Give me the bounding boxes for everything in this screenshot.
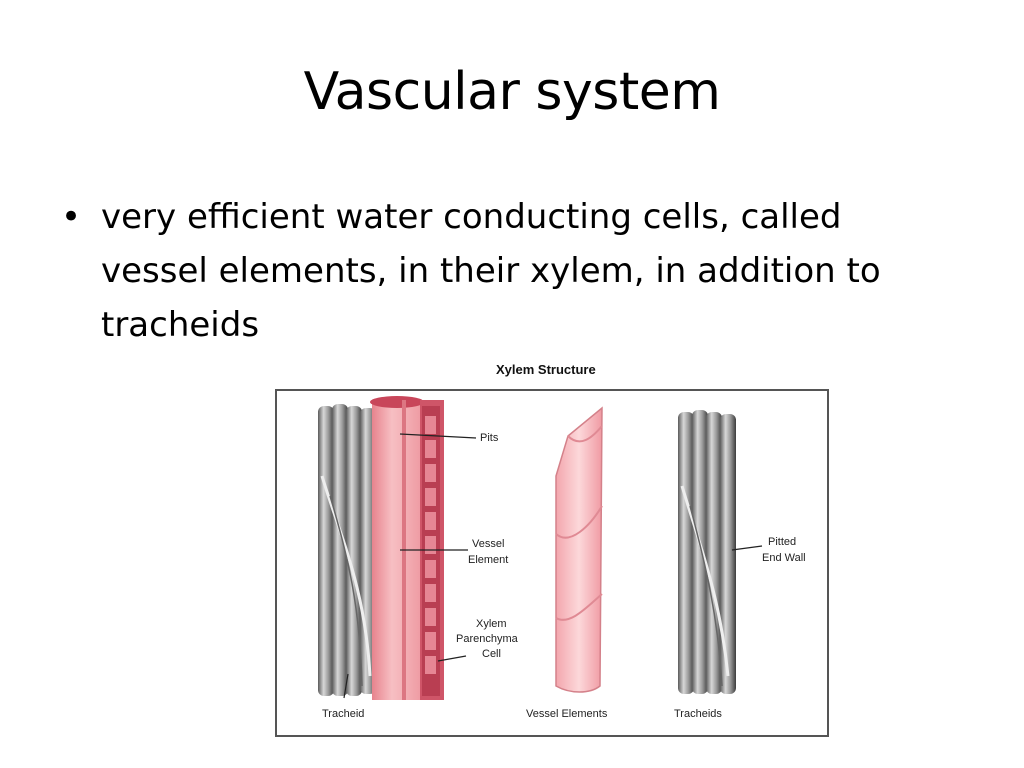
figure-title: Xylem Structure (496, 362, 596, 377)
tracheid-bundle-right (678, 410, 736, 694)
tracheids-caption: Tracheids (674, 708, 722, 720)
tracheid-bundle-left (318, 404, 376, 696)
pitted-end-wall-label-line2: End Wall (762, 552, 806, 564)
xylem-diagram-illustration (275, 389, 829, 737)
xylem-structure-figure: Xylem Structure Pits Vessel Element Xyle… (270, 356, 836, 740)
bullet-text: very efficient water conducting cells, c… (101, 197, 881, 345)
pitted-end-wall-label-line1: Pitted (768, 536, 797, 548)
bullet-dot-icon: • (61, 197, 82, 237)
bullet-item: • very efficient water conducting cells,… (57, 190, 957, 352)
slide-title: Vascular system (303, 62, 721, 122)
bullet-list: • very efficient water conducting cells,… (57, 190, 957, 352)
xylem-parenchyma-label-line3: Cell (482, 648, 501, 660)
vessel-element-label-line1: Vessel (472, 538, 505, 550)
tracheid-caption: Tracheid (322, 708, 365, 720)
vessel-elements-caption: Vessel Elements (526, 708, 608, 720)
xylem-parenchyma-label-line2: Parenchyma (456, 633, 518, 645)
label-leader-line-right (731, 545, 763, 551)
xylem-parenchyma-label-line1: Xylem (476, 618, 507, 630)
vessel-element-label-line2: Element (468, 554, 509, 566)
vessel-element-column (555, 406, 603, 693)
pits-label: Pits (480, 432, 499, 444)
label-leader-lines-left (343, 433, 477, 699)
vessel-tube (370, 396, 444, 700)
